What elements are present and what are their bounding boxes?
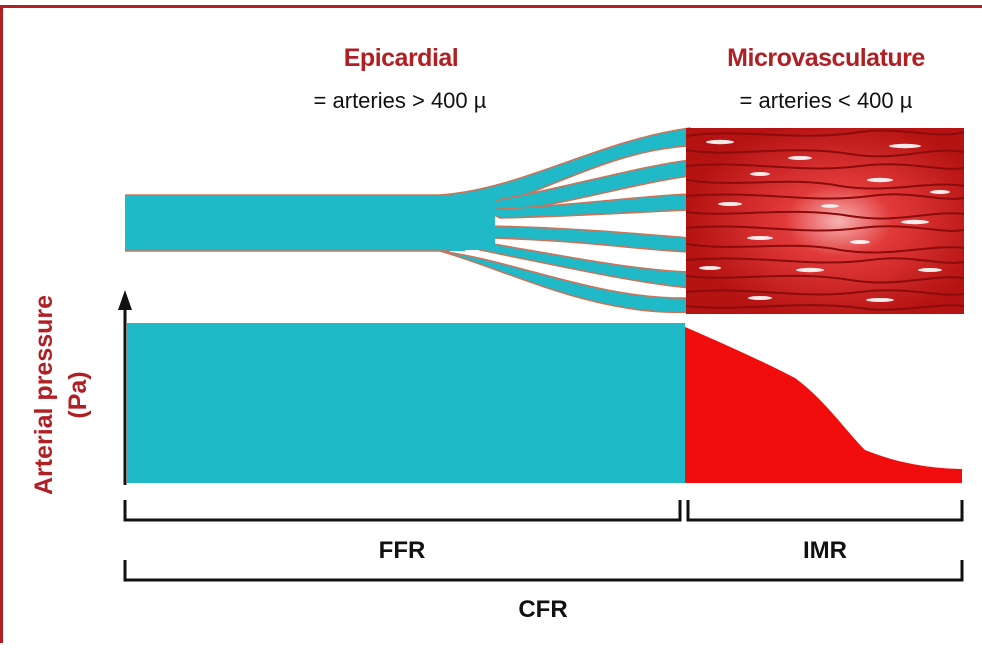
microvascular-pressure-area xyxy=(685,327,962,483)
imr-label: IMR xyxy=(803,537,847,564)
epicardial-subtitle: = arteries > 400 µ xyxy=(314,88,487,113)
axis-label-line2: (Pa) xyxy=(64,371,92,418)
microvascular-network-icon xyxy=(686,128,964,314)
ffr-label: FFR xyxy=(379,537,426,564)
imr-bracket xyxy=(688,500,962,520)
microvasculature-subtitle: = arteries < 400 µ xyxy=(740,88,913,113)
epicardial-title: Epicardial xyxy=(344,44,459,72)
epicardial-pressure-area xyxy=(127,323,685,483)
axis-label-line1: Arterial pressure xyxy=(30,295,58,495)
microvasculature-title: Microvasculature xyxy=(727,44,925,72)
ffr-bracket xyxy=(125,500,680,520)
cfr-label: CFR xyxy=(518,596,567,623)
epicardial-artery-tree-icon xyxy=(125,128,690,312)
